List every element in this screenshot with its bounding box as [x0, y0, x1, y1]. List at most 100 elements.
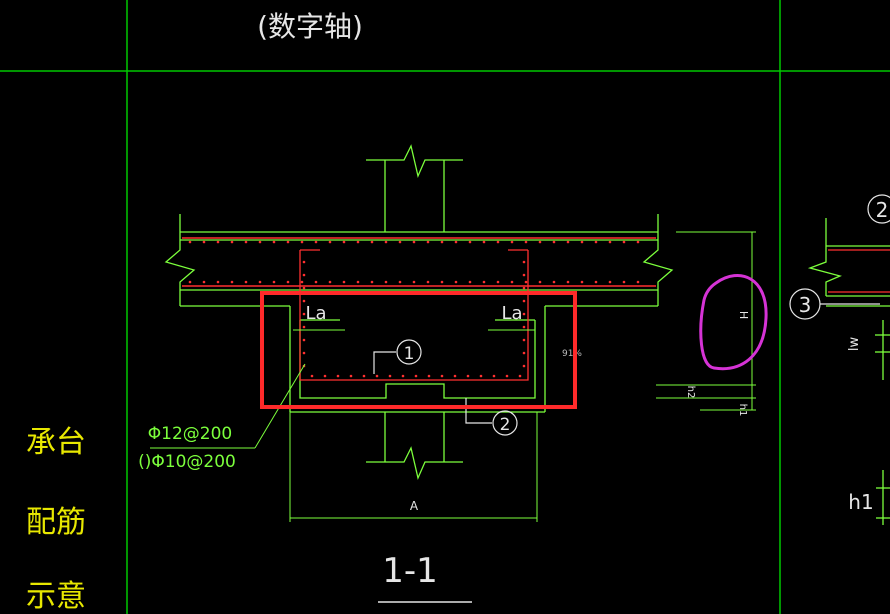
rebar-dot: [412, 240, 416, 244]
rebar-dot: [314, 280, 318, 284]
rebar-note-1: Φ12@200: [148, 424, 232, 444]
rebar-dot: [302, 351, 306, 355]
rebar-dot: [302, 260, 306, 264]
rebar-dot: [522, 260, 526, 264]
dim-h1-right-label: h1: [848, 490, 873, 514]
rebar-dot: [440, 240, 444, 244]
rebar-dot: [522, 338, 526, 342]
rebar-dot: [496, 280, 500, 284]
rebar-dot: [384, 280, 388, 284]
rebar-dot: [468, 240, 472, 244]
callout-2-label: 2: [500, 415, 511, 435]
rebar-dot: [244, 240, 248, 244]
rebar-dot: [510, 240, 514, 244]
lower-column: [366, 412, 463, 481]
rebar-dot: [398, 240, 402, 244]
rebar-dot: [302, 299, 306, 303]
rebar-dot: [328, 280, 332, 284]
rebar-dot: [328, 240, 332, 244]
rebar-dot: [510, 280, 514, 284]
rebar-dot: [342, 240, 346, 244]
callout-3: [789, 288, 880, 320]
rebar-dot: [440, 280, 444, 284]
rebar-dot: [216, 280, 220, 284]
rebar-dot: [454, 240, 458, 244]
rebar-dot: [300, 240, 304, 244]
rebar-dot: [622, 240, 626, 244]
axis-title: (数字轴): [257, 10, 363, 43]
rebar-dot: [594, 280, 598, 284]
rebar-dot: [522, 273, 526, 277]
rebar-dot: [482, 240, 486, 244]
annotation-circle: [699, 274, 768, 371]
rebar-dot: [302, 338, 306, 342]
percent-label: 91%: [562, 349, 582, 359]
rebar-dot: [522, 325, 526, 329]
rebar-dot: [384, 240, 388, 244]
rebar-dot: [300, 280, 304, 284]
rebar-dot: [310, 374, 314, 378]
rebar-dot: [454, 280, 458, 284]
rebar-dot: [302, 286, 306, 290]
rebar-dot: [356, 240, 360, 244]
dim-lw-label: lw: [847, 337, 862, 352]
rebar-dot: [594, 240, 598, 244]
side-label-line-2: 配筋: [26, 505, 86, 540]
rebar-dot: [566, 280, 570, 284]
rebar-dot: [427, 374, 431, 378]
rebar-dot: [608, 280, 612, 284]
rebar-dot: [522, 312, 526, 316]
rebar-note-2: ()Φ10@200: [138, 452, 236, 472]
rebar-dot: [522, 286, 526, 290]
rebar-dot: [566, 240, 570, 244]
rebar-dot: [580, 240, 584, 244]
rebar-dot: [272, 280, 276, 284]
rebar-dot: [398, 280, 402, 284]
anchor-right-label: La: [501, 303, 522, 324]
rebar-dot: [552, 280, 556, 284]
rebar-dot: [286, 240, 290, 244]
cap-rebar-dots: [302, 260, 526, 378]
rebar-dot: [496, 240, 500, 244]
rebar-dot: [524, 240, 528, 244]
rebar-dot: [453, 374, 457, 378]
upper-column: [366, 144, 463, 232]
rebar-dot: [216, 240, 220, 244]
rebar-dot: [412, 280, 416, 284]
rebar-dot: [518, 374, 522, 378]
dimension-a: [289, 412, 538, 522]
rebar-dot: [349, 374, 353, 378]
side-label-line-1: 承台: [26, 425, 86, 460]
rebar-dot: [522, 364, 526, 368]
rebar-dot: [244, 280, 248, 284]
pile-cap: [289, 306, 546, 413]
rebar-dot: [440, 374, 444, 378]
slab-rebar: [182, 237, 656, 287]
section-label: 1-1: [382, 551, 438, 591]
rebar-dot: [302, 312, 306, 316]
rebar-dot: [492, 374, 496, 378]
rebar-dot: [202, 240, 206, 244]
callout-1: [373, 339, 422, 374]
rebar-dot: [580, 280, 584, 284]
rebar-dot: [466, 374, 470, 378]
rebar-dot: [608, 240, 612, 244]
rebar-dot: [401, 374, 405, 378]
rebar-dot: [426, 280, 430, 284]
dim-a-label: A: [410, 499, 419, 513]
slab-rebar-dots: [188, 240, 640, 284]
right-detail: [807, 218, 890, 525]
rebar-dot: [302, 273, 306, 277]
rebar-dot: [342, 280, 346, 284]
rebar-dot: [375, 374, 379, 378]
rebar-dot: [286, 280, 290, 284]
dimension-h: [656, 231, 756, 411]
side-label-line-3: 示意: [26, 579, 86, 614]
rebar-dot: [622, 280, 626, 284]
rebar-dot: [188, 280, 192, 284]
rebar-dot: [272, 240, 276, 244]
callout-2-right: [867, 194, 890, 224]
rebar-dot: [336, 374, 340, 378]
